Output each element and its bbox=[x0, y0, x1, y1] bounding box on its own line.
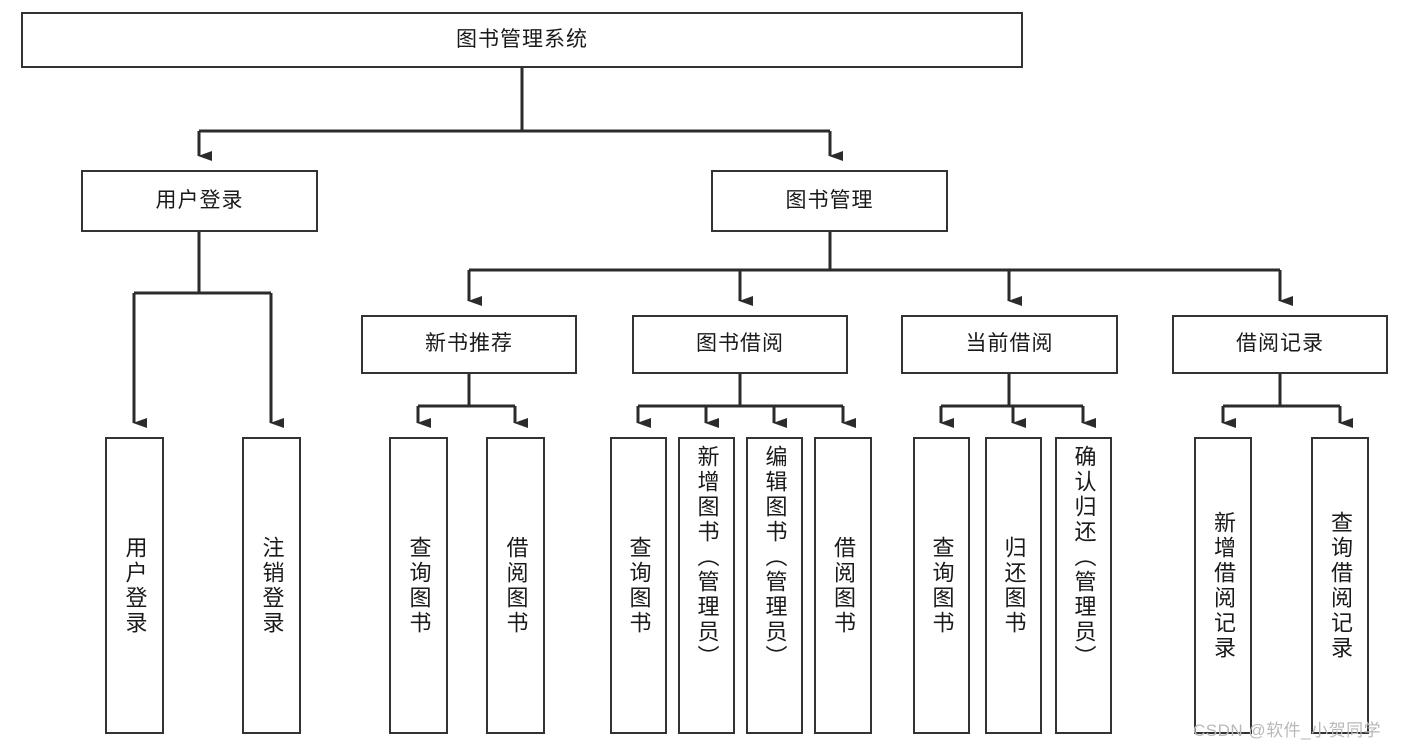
node-leaf-confirm-return-label: 确认归还（管理员） bbox=[1071, 445, 1097, 670]
node-current-borrow[interactable]: 当前借阅 bbox=[901, 315, 1118, 374]
node-leaf-edit-book[interactable]: 编辑图书（管理员） bbox=[746, 437, 803, 734]
node-leaf-borrow-book-recommend[interactable]: 借阅图书 bbox=[486, 437, 545, 734]
node-leaf-query-borrow-record[interactable]: 查询借阅记录 bbox=[1311, 437, 1369, 734]
node-leaf-add-borrow-record[interactable]: 新增借阅记录 bbox=[1194, 437, 1252, 734]
node-leaf-query-book-borrow[interactable]: 查询图书 bbox=[610, 437, 667, 734]
node-book-borrow[interactable]: 图书借阅 bbox=[632, 315, 848, 374]
node-book-borrow-label: 图书借阅 bbox=[696, 332, 784, 356]
node-leaf-borrow-book-recommend-label: 借阅图书 bbox=[503, 535, 529, 636]
node-borrow-record[interactable]: 借阅记录 bbox=[1172, 315, 1388, 374]
node-leaf-confirm-return[interactable]: 确认归还（管理员） bbox=[1055, 437, 1112, 734]
node-leaf-add-borrow-record-label: 新增借阅记录 bbox=[1211, 510, 1236, 661]
node-leaf-query-book-current-label: 查询图书 bbox=[929, 535, 955, 636]
node-leaf-user-login[interactable]: 用户登录 bbox=[105, 437, 164, 734]
node-root-label: 图书管理系统 bbox=[456, 27, 588, 51]
node-leaf-query-book-recommend-label: 查询图书 bbox=[406, 535, 432, 636]
node-leaf-query-borrow-record-label: 查询借阅记录 bbox=[1328, 510, 1353, 661]
node-book-management[interactable]: 图书管理 bbox=[711, 170, 948, 232]
node-book-management-label: 图书管理 bbox=[785, 188, 874, 212]
node-leaf-edit-book-label: 编辑图书（管理员） bbox=[762, 445, 788, 670]
node-new-book-recommend[interactable]: 新书推荐 bbox=[361, 315, 577, 374]
node-user-login-label: 用户登录 bbox=[155, 188, 244, 212]
node-leaf-add-book-label: 新增图书（管理员） bbox=[694, 445, 720, 670]
node-leaf-borrow-book-label: 借阅图书 bbox=[831, 535, 856, 636]
node-leaf-borrow-book[interactable]: 借阅图书 bbox=[814, 437, 872, 734]
node-current-borrow-label: 当前借阅 bbox=[965, 332, 1054, 356]
node-leaf-logout-label: 注销登录 bbox=[259, 535, 285, 636]
node-new-book-recommend-label: 新书推荐 bbox=[425, 332, 513, 356]
node-leaf-user-login-label: 用户登录 bbox=[122, 535, 148, 636]
node-leaf-add-book[interactable]: 新增图书（管理员） bbox=[678, 437, 735, 734]
node-leaf-query-book-recommend[interactable]: 查询图书 bbox=[389, 437, 448, 734]
node-borrow-record-label: 借阅记录 bbox=[1236, 332, 1324, 356]
node-leaf-logout[interactable]: 注销登录 bbox=[242, 437, 301, 734]
watermark-text: CSDN @软件_小贺同学 bbox=[1193, 721, 1382, 740]
node-root[interactable]: 图书管理系统 bbox=[21, 12, 1023, 68]
node-leaf-query-book-current[interactable]: 查询图书 bbox=[913, 437, 970, 734]
node-user-login[interactable]: 用户登录 bbox=[81, 170, 318, 232]
node-leaf-return-book-label: 归还图书 bbox=[1001, 535, 1027, 636]
node-leaf-return-book[interactable]: 归还图书 bbox=[985, 437, 1042, 734]
node-leaf-query-book-borrow-label: 查询图书 bbox=[626, 535, 652, 636]
